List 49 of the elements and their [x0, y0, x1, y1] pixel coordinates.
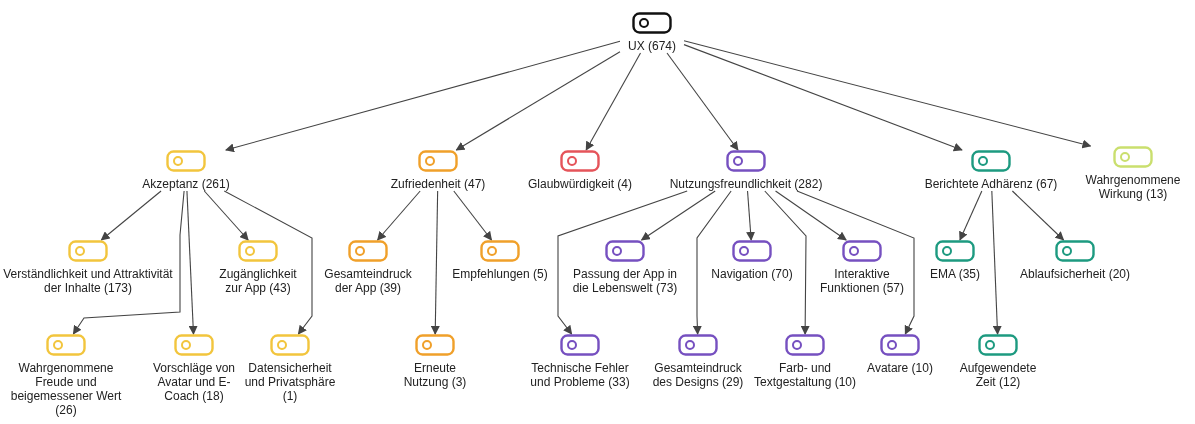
arrow	[453, 190, 493, 241]
arrow	[692, 190, 732, 335]
arrow	[640, 190, 716, 241]
arrow	[557, 190, 688, 335]
arrow	[683, 44, 963, 152]
arrow	[1011, 190, 1065, 241]
arrow	[223, 190, 313, 335]
node-label: UX (674)	[628, 39, 676, 53]
node-label: Technische Fehler und Probleme (33)	[529, 361, 631, 389]
node-label: Passung der App in die Lebenswelt (73)	[571, 267, 679, 295]
arrow	[186, 190, 198, 335]
node-label: Vorschläge von Avatar und E-Coach (18)	[151, 361, 237, 403]
node-label: Navigation (70)	[711, 267, 793, 281]
node-label: Datensicherheit und Privatsphäre (1)	[243, 361, 337, 403]
arrow	[430, 190, 440, 335]
arrow	[455, 51, 621, 151]
node-label: Wahrgenommene Wirkung (13)	[1084, 173, 1182, 201]
arrow	[225, 40, 621, 153]
arrow	[775, 190, 847, 241]
arrow	[376, 190, 421, 241]
node-label: Zugänglichkeit zur App (43)	[218, 267, 298, 295]
arrow	[585, 52, 642, 151]
arrow	[796, 190, 915, 335]
node-label: Interaktive Funktionen (57)	[818, 267, 905, 295]
node-label: Glaubwürdigkeit (4)	[527, 177, 632, 191]
arrow	[203, 190, 249, 241]
node-label: Avatare (10)	[867, 361, 933, 375]
node-label: Wahrgenommene Freude und beigemessener Wert (26)	[9, 361, 123, 417]
arrow	[72, 190, 185, 335]
node-label: EMA (35)	[930, 267, 980, 281]
arrow	[666, 52, 739, 151]
node-label: Verständlichkeit und Attraktivität der Inhalte (173)	[2, 267, 174, 295]
node-label: Gesamteindruck der App (39)	[323, 267, 413, 295]
arrow	[991, 190, 1002, 335]
node-label: Berichtete Adhärenz (67)	[924, 177, 1058, 191]
arrow	[100, 190, 162, 241]
arrow	[683, 40, 1092, 149]
node-label: Zufriedenheit (47)	[390, 177, 486, 191]
node-label: Nutzungsfreundlichkeit (282)	[669, 177, 823, 191]
node-label: Aufgewendete Zeit (12)	[958, 361, 1038, 389]
arrow	[764, 190, 810, 335]
node-label: Farb- und Textgestaltung (10)	[752, 361, 858, 389]
node-label: Akzeptanz (261)	[142, 177, 230, 191]
node-label: Gesamteindruck des Designs (29)	[651, 361, 745, 389]
node-label: Erneute Nutzung (3)	[402, 361, 468, 389]
node-label: Ablaufsicherheit (20)	[1019, 267, 1131, 281]
node-label: Empfehlungen (5)	[452, 267, 548, 281]
arrow	[746, 190, 756, 241]
arrow	[959, 190, 983, 241]
